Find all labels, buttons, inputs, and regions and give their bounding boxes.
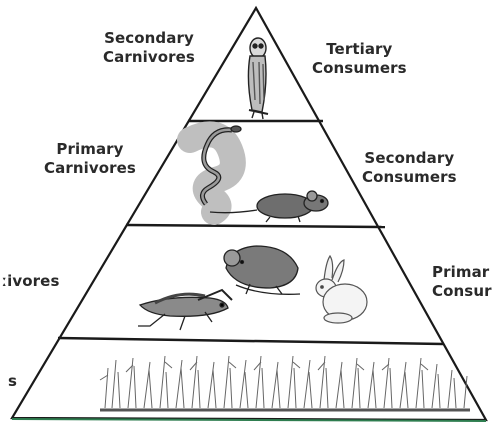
- tier-divider-2: [125, 223, 386, 229]
- label-line: Consur: [432, 282, 492, 300]
- label-line: Tertiary: [326, 40, 393, 58]
- pyramid-baseline: [11, 418, 487, 422]
- rat-icon: [223, 245, 301, 295]
- label-tertiary-consumers: Tertiary Consumers: [312, 40, 407, 78]
- label-primary-carnivores: Primary Carnivores: [44, 140, 136, 178]
- label-line: ːivores: [2, 272, 60, 290]
- grass-icon: [99, 355, 470, 412]
- mouse-icon: [209, 190, 329, 223]
- label-line: Consumers: [362, 168, 457, 186]
- label-primary-consumers-partial: Primar Consur: [432, 263, 492, 301]
- label-secondary-carnivores: Secondary Carnivores: [103, 29, 195, 67]
- label-line: Primar: [432, 263, 490, 281]
- rabbit-icon: [315, 254, 368, 324]
- label-line: s: [8, 372, 18, 390]
- label-line: Carnivores: [44, 159, 136, 177]
- snake-icon: [177, 121, 246, 225]
- grasshopper-icon: [138, 288, 233, 331]
- label-line: Consumers: [312, 59, 407, 77]
- label-line: Secondary: [104, 29, 194, 47]
- label-line: Secondary: [364, 149, 455, 167]
- label-herbivores-partial: ːivores: [2, 272, 59, 291]
- label-producers-partial: s: [8, 372, 17, 391]
- label-line: Carnivores: [103, 48, 195, 66]
- label-secondary-consumers: Secondary Consumers: [362, 149, 457, 187]
- tier-divider-3: [57, 336, 444, 346]
- label-line: Primary: [56, 140, 124, 158]
- owl-icon: [247, 37, 269, 120]
